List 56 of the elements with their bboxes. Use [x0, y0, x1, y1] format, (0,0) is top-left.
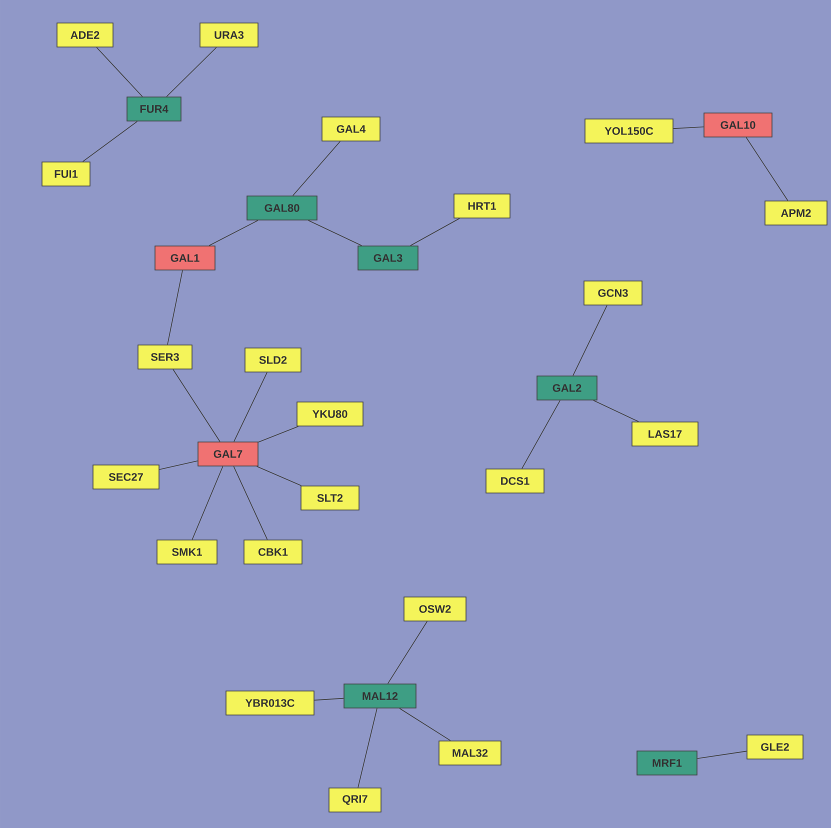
connector-line [308, 220, 362, 246]
connector-line [82, 121, 138, 162]
connector-line [697, 750, 747, 759]
gene-box: QRI7 [328, 788, 382, 812]
connector-line [192, 466, 224, 540]
gene-box: FUR4 [126, 96, 182, 122]
gene-box: YBR013C [226, 690, 314, 716]
gene-box: LAS17 [632, 422, 698, 446]
connector-line [256, 466, 302, 486]
connector-line [522, 400, 560, 469]
connector-line [167, 270, 183, 345]
gene-box: MAL32 [438, 740, 502, 766]
gene-box: SMK1 [156, 540, 218, 564]
gene-box: GAL3 [358, 246, 418, 270]
connector-line [166, 47, 217, 97]
gene-box: DCS1 [486, 468, 544, 494]
gene-box: GLE2 [746, 734, 804, 760]
gene-box: GAL7 [198, 442, 258, 466]
connector-line [593, 400, 639, 422]
gene-box: URA3 [200, 22, 258, 48]
gene-box: YKU80 [296, 402, 364, 426]
connector-line [172, 369, 220, 442]
gene-box: OSW2 [404, 596, 466, 622]
connector-line [746, 137, 788, 201]
gene-box: FUI1 [42, 162, 90, 186]
connector-line [292, 141, 341, 196]
gene-box: GAL1 [154, 246, 216, 270]
connector-line [314, 698, 344, 701]
gene-box: SLD2 [244, 348, 302, 372]
connector-line [673, 126, 704, 129]
gene-box: GAL2 [536, 376, 598, 400]
gene-box: SEC27 [92, 464, 160, 490]
gene-box: ADE2 [56, 22, 114, 48]
connector-line [233, 466, 268, 540]
connector-line [387, 621, 428, 684]
connector-line [96, 47, 143, 97]
connector-line [358, 708, 378, 788]
connector-line [399, 708, 451, 741]
gene-box: SLT2 [300, 486, 360, 510]
connector-line [159, 460, 198, 470]
connector-line [410, 218, 460, 246]
gene-box: GAL10 [704, 112, 772, 138]
gene-box: CBK1 [244, 540, 302, 564]
connector-line [258, 426, 299, 442]
gene-box: SER3 [138, 344, 192, 370]
connector-line [234, 372, 268, 442]
gene-box: GAL80 [246, 196, 318, 220]
gene-box: MRF1 [636, 750, 698, 776]
gene-box: HRT1 [454, 194, 510, 218]
gene-box: GCN3 [584, 280, 642, 306]
gene-box: APM2 [764, 200, 828, 226]
connector-line [208, 220, 258, 246]
gene-box: GAL4 [322, 116, 380, 142]
connector-line [572, 305, 608, 376]
gene-box: YOL150C [584, 118, 674, 144]
gene-box: MAL12 [344, 684, 416, 708]
